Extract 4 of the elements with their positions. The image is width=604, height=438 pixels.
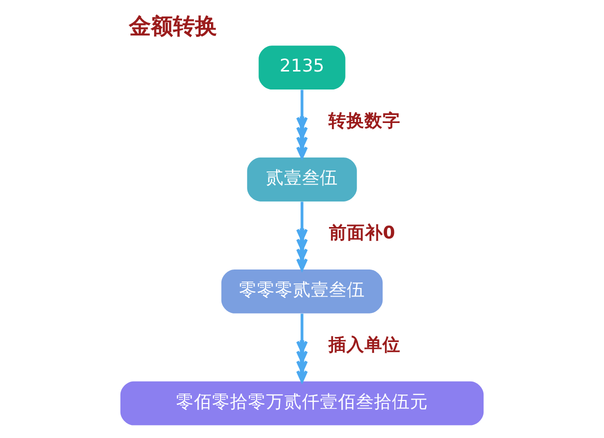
edge-label: 前面补0	[328, 224, 396, 244]
edge-label: 转换数字	[328, 112, 400, 132]
edge-label: 插入单位	[328, 335, 400, 356]
diagram-title: 金额转换	[129, 14, 218, 40]
